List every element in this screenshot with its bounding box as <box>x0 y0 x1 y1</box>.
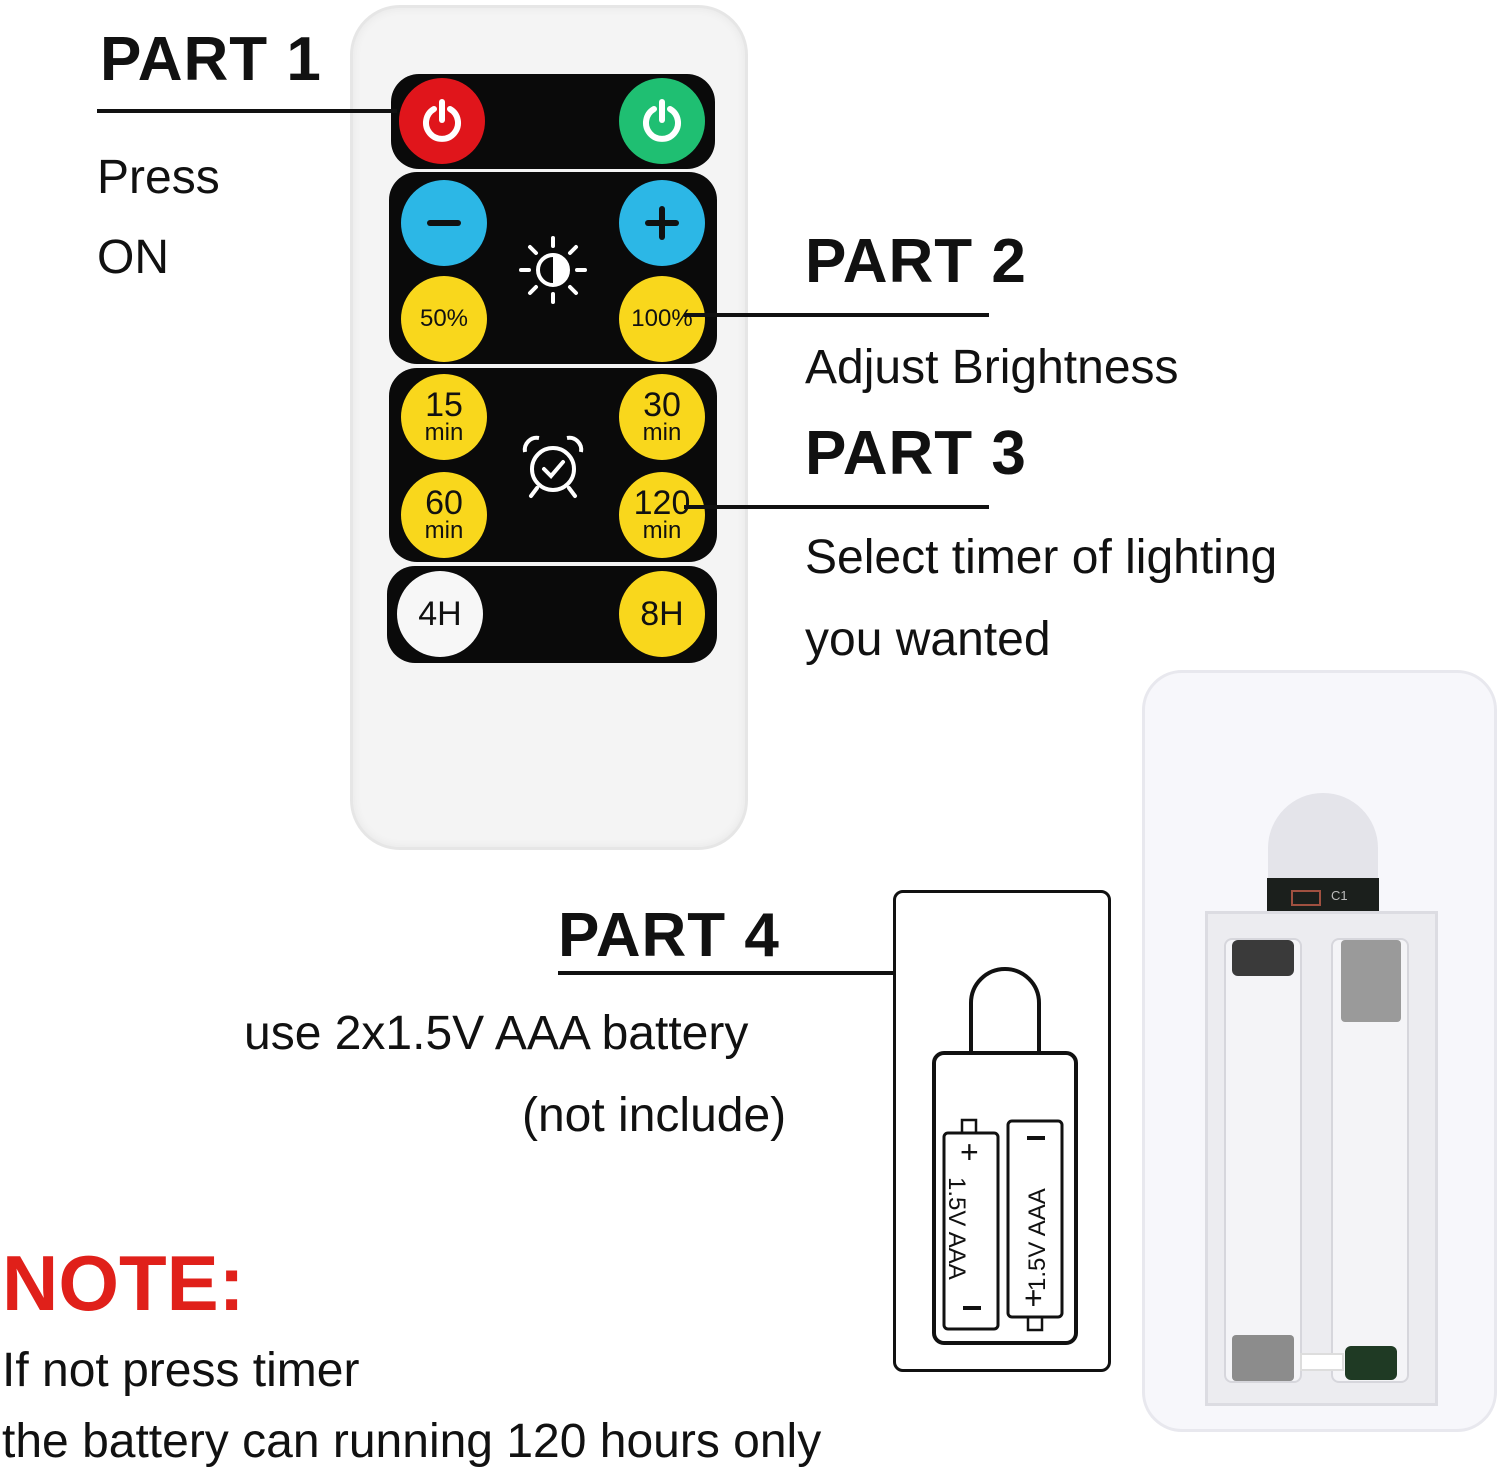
power-off-button[interactable] <box>399 78 485 164</box>
timer-60-number: 60 <box>425 484 463 522</box>
minus-button[interactable] <box>401 180 487 266</box>
part3-line2: you wanted <box>805 613 1051 666</box>
brightness-50-button[interactable]: 50% <box>401 276 487 362</box>
brightness-panel: 50% 100% <box>389 172 717 364</box>
plus-icon <box>645 206 679 240</box>
chip-label: C1 <box>1331 888 1348 903</box>
timer-8h-label: 8H <box>640 595 684 633</box>
timer-120-unit: min <box>642 517 682 544</box>
part1-title: PART 1 <box>100 25 322 94</box>
remote-back: C1 <box>1142 670 1497 1432</box>
plus-button[interactable] <box>619 180 705 266</box>
battery-holder-drawing: + + <box>932 967 1078 1345</box>
timer-120-button[interactable]: 120 min <box>619 472 705 558</box>
svg-text:+: + <box>960 1134 979 1170</box>
part4-pointer-line <box>558 971 896 975</box>
timer-15-button[interactable]: 15 min <box>401 374 487 460</box>
part1-line1: Press <box>97 151 220 204</box>
part3-line1: Select timer of lighting <box>805 531 1278 584</box>
timer-30-number: 30 <box>643 386 681 424</box>
brightness-100-label: 100% <box>631 305 693 332</box>
battery-label-1: 1.5V AAA <box>943 1177 970 1280</box>
spring-bottom-left <box>1232 1335 1294 1381</box>
circuit-chip: C1 <box>1267 878 1379 916</box>
timer-120-number: 120 <box>633 484 691 522</box>
power-icon <box>643 99 681 142</box>
battery-slot-left <box>1224 938 1302 1383</box>
contact-top-left <box>1232 940 1294 976</box>
power-panel <box>391 74 715 169</box>
note-title: NOTE: <box>2 1239 245 1327</box>
battery-slot-right <box>1331 938 1409 1383</box>
contact-bottom-right <box>1345 1346 1397 1380</box>
timer-30-unit: min <box>642 419 682 446</box>
power-on-button[interactable] <box>619 78 705 164</box>
power-icon <box>423 99 461 142</box>
chip-component <box>1291 890 1321 906</box>
battery-diagram: + + 1.5V AAA 1.5V AAA <box>893 890 1111 1372</box>
spring-top-right <box>1341 940 1401 1022</box>
timer-8h-button[interactable]: 8H <box>619 571 705 657</box>
battery-bay <box>1205 911 1438 1406</box>
minus-icon <box>427 220 461 226</box>
timer-60-unit: min <box>424 517 464 544</box>
brightness-100-button[interactable]: 100% <box>619 276 705 362</box>
brightness-icon <box>519 236 587 304</box>
timer-4h-button[interactable]: 4H <box>397 571 483 657</box>
part4-title: PART 4 <box>558 901 780 970</box>
part4-line2: (not include) <box>522 1089 787 1142</box>
timer-panel: 15 min 30 min 60 min 120 min <box>389 368 717 562</box>
note-line2: the battery can running 120 hours only <box>2 1415 822 1468</box>
brightness-50-label: 50% <box>419 305 469 332</box>
part3-title: PART 3 <box>805 419 1027 488</box>
bottom-notch <box>1300 1353 1344 1371</box>
part2-pointer-line <box>684 313 989 317</box>
alarm-clock-icon <box>522 435 584 498</box>
remote-front: 50% 100% 15 min 30 min 60 min 120 <box>350 5 748 850</box>
part1-pointer-line <box>97 109 397 113</box>
timer-30-button[interactable]: 30 min <box>619 374 705 460</box>
hours-panel: 4H 8H <box>387 566 717 663</box>
svg-text:+: + <box>1024 1280 1043 1316</box>
note-line1: If not press timer <box>2 1344 360 1397</box>
part2-desc: Adjust Brightness <box>805 341 1179 394</box>
battery-label-2: 1.5V AAA <box>1024 1188 1051 1291</box>
timer-15-number: 15 <box>425 386 463 424</box>
timer-4h-label: 4H <box>418 595 462 633</box>
timer-15-unit: min <box>424 419 464 446</box>
part4-line1: use 2x1.5V AAA battery <box>244 1007 749 1060</box>
part1-line2: ON <box>97 231 169 284</box>
part2-title: PART 2 <box>805 227 1027 296</box>
timer-60-button[interactable]: 60 min <box>401 472 487 558</box>
part3-pointer-line <box>684 505 989 509</box>
